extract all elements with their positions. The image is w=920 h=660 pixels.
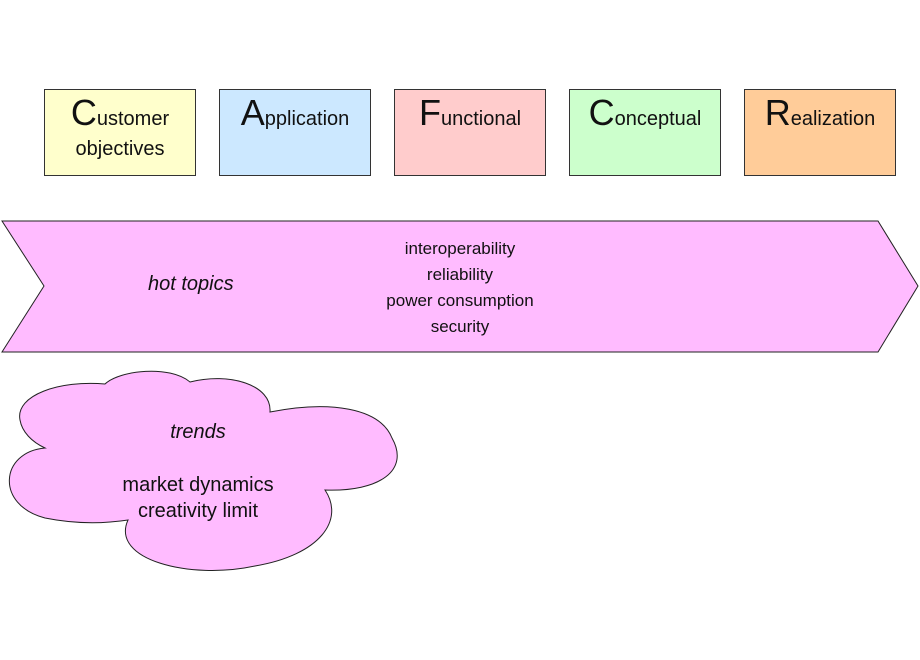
trend-item: market dynamics — [122, 474, 274, 496]
topic-item: security — [430, 317, 490, 336]
topic-item: power consumption — [386, 291, 534, 310]
topic-item: reliability — [426, 265, 494, 284]
box-initial: F — [418, 92, 441, 133]
conceptual-box: Conceptual — [569, 89, 721, 176]
hot-topics-list: interoperability reliability power consu… — [330, 236, 590, 340]
trends-list: market dynamics creativity limit — [98, 472, 298, 524]
box-title-rest: unctional — [440, 108, 522, 130]
trend-item: creativity limit — [137, 500, 258, 522]
box-title-rest: ustomer — [96, 108, 170, 130]
box-initial: C — [588, 92, 615, 133]
trends-cloud — [8, 370, 398, 571]
box-initial: A — [240, 92, 265, 133]
topic-item: interoperability — [404, 239, 516, 258]
box-title-rest: ealization — [790, 108, 876, 130]
realization-box: Realization — [744, 89, 896, 176]
functional-box: Functional — [394, 89, 546, 176]
box-title-rest: onceptual — [614, 108, 702, 130]
box-initial: C — [70, 92, 97, 133]
box-initial: R — [764, 92, 791, 133]
application-box: Application — [219, 89, 371, 176]
customer-objectives-box: Customer objectives — [44, 89, 196, 176]
hot-topics-arrow — [1, 220, 919, 353]
box-title-rest: pplication — [264, 108, 350, 130]
box-title-line2: objectives — [75, 138, 165, 160]
hot-topics-label: hot topics — [148, 273, 234, 295]
trends-label: trends — [170, 421, 226, 443]
